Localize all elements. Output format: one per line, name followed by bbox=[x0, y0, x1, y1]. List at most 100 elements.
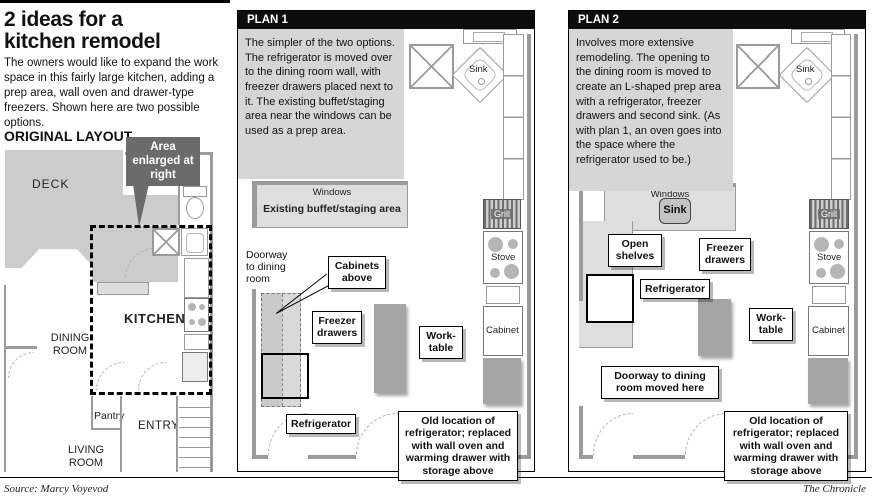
wall bbox=[120, 396, 122, 472]
stove-unit: Stove bbox=[809, 231, 849, 284]
sink-label: Sink bbox=[469, 64, 488, 75]
wall-cabinet-inner bbox=[473, 32, 505, 42]
wall bbox=[91, 428, 121, 430]
plan2-header: PLAN 2 bbox=[578, 14, 619, 26]
sink-unit bbox=[181, 228, 208, 256]
wall bbox=[579, 181, 583, 301]
wall bbox=[178, 155, 180, 225]
wall bbox=[4, 346, 37, 349]
doorway-gap bbox=[268, 455, 308, 459]
cabinet-label: Cabinet bbox=[812, 325, 845, 336]
skylight-icon bbox=[152, 228, 180, 256]
counter-cell bbox=[812, 286, 846, 304]
windows-label: Windows bbox=[650, 189, 690, 200]
plan1-header: PLAN 1 bbox=[247, 14, 288, 26]
drain-icon bbox=[478, 78, 485, 85]
grill-unit: Grill bbox=[483, 199, 521, 229]
stove-label: Stove bbox=[491, 252, 516, 263]
grill-label: Grill bbox=[818, 209, 840, 219]
door-arc bbox=[593, 413, 633, 455]
refrigerator-callout: Refrigerator bbox=[286, 414, 356, 435]
deck-label: DECK bbox=[32, 177, 70, 191]
wall bbox=[252, 289, 256, 459]
plan2-header-bar: PLAN 2 bbox=[569, 11, 865, 29]
publication-credit: The Chronicle bbox=[803, 483, 866, 495]
new-sink-box: Sink bbox=[659, 198, 691, 224]
plan1-panel: PLAN 1 The simpler of the two options. T… bbox=[237, 10, 535, 481]
corner-sink-unit: Sink bbox=[451, 46, 509, 107]
buffet-staging-band: Windows Existing buffet/staging area bbox=[256, 181, 408, 228]
pantry-label: Pantry bbox=[94, 410, 125, 422]
stove-label: Stove bbox=[817, 252, 842, 263]
worktable-callout: Work-table bbox=[419, 326, 463, 359]
page-title-line1: 2 ideas for a bbox=[4, 8, 123, 31]
plan1-description: The simpler of the two options. The refr… bbox=[238, 29, 404, 179]
kitchen-enlarged-outline bbox=[90, 225, 212, 395]
worktable-box bbox=[698, 299, 731, 356]
skylight-icon bbox=[409, 44, 454, 89]
top-rule bbox=[0, 0, 230, 3]
grill-label: Grill bbox=[491, 209, 513, 219]
doorway-to-dining-label: Doorway to dining room bbox=[246, 249, 288, 286]
dining-room-label: DINING ROOM bbox=[50, 332, 90, 357]
open-shelves-callout: Open shelves bbox=[608, 234, 662, 267]
living-room-label: LIVING ROOM bbox=[67, 444, 105, 469]
page-title-line2: kitchen remodel bbox=[4, 30, 161, 54]
wall bbox=[4, 285, 6, 472]
intro-paragraph: The owners would like to expand the work… bbox=[4, 57, 219, 129]
corner-sink-unit: Sink bbox=[778, 46, 836, 107]
worktable-callout: Work-table bbox=[749, 308, 793, 341]
counter-run bbox=[184, 258, 209, 298]
drain-icon bbox=[805, 78, 812, 85]
worktable-box bbox=[374, 304, 406, 393]
grill-unit: Grill bbox=[809, 199, 849, 229]
deck-area-extension bbox=[122, 195, 180, 225]
wall bbox=[579, 406, 583, 459]
sink-basin bbox=[186, 233, 204, 253]
cabinet-unit: Cabinet bbox=[808, 306, 849, 356]
doorway-moved-callout: Doorway to dining room moved here bbox=[601, 366, 719, 399]
refrigerator-new-box bbox=[261, 353, 309, 399]
entry-label: ENTRY bbox=[138, 420, 180, 432]
wall-cabinet-inner bbox=[801, 32, 833, 42]
old-refrigerator-location-box bbox=[808, 358, 848, 404]
door-arc bbox=[685, 413, 727, 455]
source-credit: Source: Marcy Voyevod bbox=[4, 483, 109, 495]
counter-run bbox=[503, 34, 524, 200]
sink-label: Sink bbox=[796, 64, 815, 75]
counter-cell bbox=[486, 286, 520, 304]
wall bbox=[176, 396, 178, 472]
old-location-callout: Old location of refrigerator; replaced w… bbox=[398, 411, 518, 481]
buffet-counter bbox=[97, 282, 149, 295]
buffet-label: Existing buffet/staging area bbox=[263, 203, 401, 215]
refrigerator-original bbox=[182, 352, 208, 382]
doorway-gap bbox=[685, 455, 727, 459]
cabinets-above-callout: Cabinets above bbox=[328, 256, 386, 289]
door-arc bbox=[356, 413, 398, 455]
freezer-drawers-callout: Freezer drawers bbox=[699, 238, 751, 271]
plan2-panel: PLAN 2 Involves more extensive remodelin… bbox=[568, 10, 866, 481]
cabinet-unit: Cabinet bbox=[483, 306, 523, 356]
stove-unit: Stove bbox=[483, 231, 523, 284]
freezer-drawers-column bbox=[261, 293, 301, 407]
door-arc bbox=[8, 352, 34, 378]
freezer-drawers-callout: Freezer drawers bbox=[312, 311, 362, 344]
page-title: 2 ideas for a kitchen remodel bbox=[4, 8, 214, 54]
toilet-bowl bbox=[186, 197, 204, 219]
kitchen-label: KITCHEN bbox=[124, 311, 186, 326]
wall bbox=[252, 181, 256, 228]
old-location-callout: Old location of refrigerator; replaced w… bbox=[724, 411, 848, 481]
area-enlarged-callout: Area enlarged at right bbox=[126, 137, 200, 187]
counter-run bbox=[831, 34, 851, 200]
plan2-description: Involves more extensive remodeling. The … bbox=[569, 29, 733, 191]
skylight-icon bbox=[736, 44, 780, 89]
refrigerator-new-box bbox=[586, 274, 634, 323]
original-layout-heading: ORIGINAL LAYOUT bbox=[4, 128, 133, 144]
old-refrigerator-location-box bbox=[483, 358, 521, 404]
doorway-gap bbox=[356, 455, 398, 459]
toilet-tank bbox=[183, 186, 207, 197]
wall bbox=[854, 34, 858, 459]
doorway-gap bbox=[593, 455, 633, 459]
plan1-header-bar: PLAN 1 bbox=[238, 11, 534, 29]
